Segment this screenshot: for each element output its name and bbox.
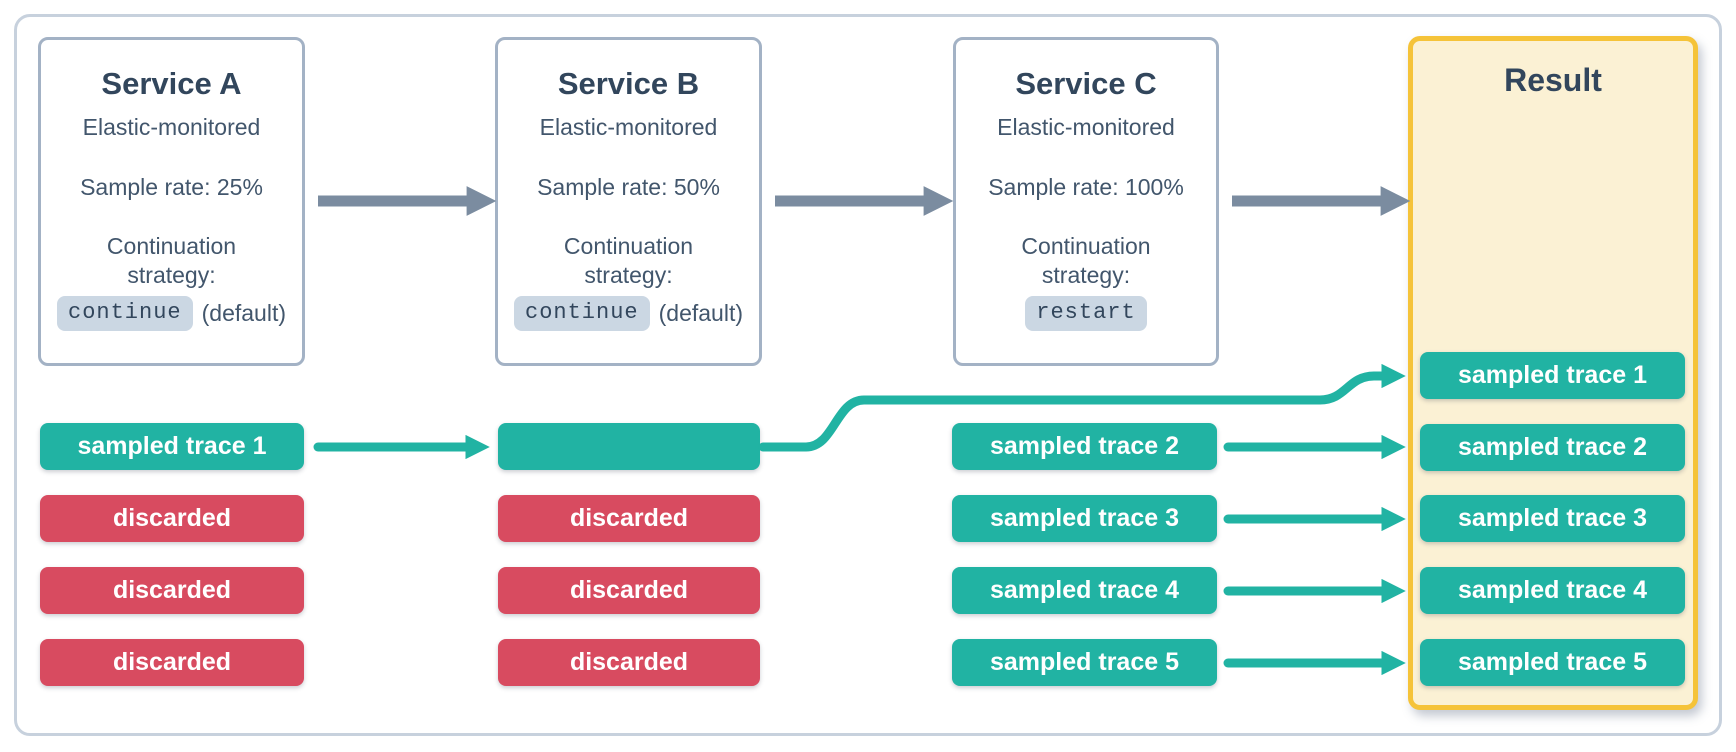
result-title: Result [1504, 62, 1602, 98]
service-a-strategy-value: continue [57, 295, 193, 331]
result-sampled-trace-1: sampled trace 1 [1420, 352, 1685, 399]
service-b-strategy-label: Continuation strategy: [563, 233, 694, 289]
lane-b-discarded-2: discarded [498, 567, 760, 614]
lane-a-sampled-trace-1: sampled trace 1 [40, 423, 304, 470]
service-b-box: Service B Elastic-monitored Sample rate:… [495, 37, 762, 366]
service-c-strategy-label: Continuation strategy: [1021, 233, 1151, 289]
result-sampled-trace-5: sampled trace 5 [1420, 639, 1685, 686]
service-b-strategy-row: continue (default) [514, 295, 743, 331]
service-c-sample-rate: Sample rate: 100% [988, 174, 1184, 200]
lane-c-sampled-trace-5: sampled trace 5 [952, 639, 1217, 686]
service-a-strategy-note: (default) [201, 299, 286, 326]
service-a-strategy-row: continue (default) [57, 295, 286, 331]
lane-c-sampled-trace-2: sampled trace 2 [952, 423, 1217, 470]
result-sampled-trace-2: sampled trace 2 [1420, 424, 1685, 471]
lane-c-sampled-trace-4: sampled trace 4 [952, 567, 1217, 614]
service-b-monitored: Elastic-monitored [539, 114, 718, 140]
result-sampled-trace-3: sampled trace 3 [1420, 495, 1685, 542]
service-a-box: Service A Elastic-monitored Sample rate:… [38, 37, 305, 366]
diagram-frame [14, 14, 1722, 736]
lane-b-discarded-3: discarded [498, 639, 760, 686]
lane-a-discarded-1: discarded [40, 495, 304, 542]
service-a-title: Service A [101, 66, 242, 101]
service-c-strategy-value: restart [1025, 295, 1147, 331]
lane-a-discarded-3: discarded [40, 639, 304, 686]
service-a-strategy-label: Continuation strategy: [106, 233, 237, 289]
service-b-strategy-value: continue [514, 295, 650, 331]
service-c-title: Service C [1015, 66, 1157, 101]
service-b-strategy-note: (default) [658, 299, 743, 326]
service-b-sample-rate: Sample rate: 50% [537, 174, 720, 200]
lane-b-discarded-1: discarded [498, 495, 760, 542]
service-a-sample-rate: Sample rate: 25% [80, 174, 263, 200]
service-c-monitored: Elastic-monitored [997, 114, 1175, 140]
service-c-strategy-row: restart [1025, 295, 1147, 331]
service-c-box: Service C Elastic-monitored Sample rate:… [953, 37, 1219, 366]
service-a-monitored: Elastic-monitored [82, 114, 261, 140]
service-b-title: Service B [557, 66, 700, 101]
result-sampled-trace-4: sampled trace 4 [1420, 567, 1685, 614]
lane-b-sampled-trace-unlabeled [498, 423, 760, 470]
lane-c-sampled-trace-3: sampled trace 3 [952, 495, 1217, 542]
lane-a-discarded-2: discarded [40, 567, 304, 614]
